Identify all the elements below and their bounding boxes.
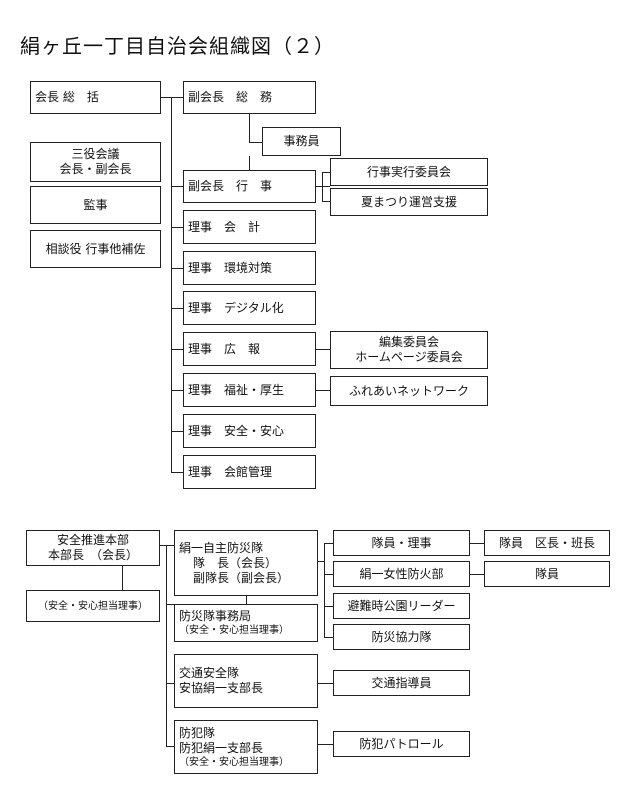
connector xyxy=(171,186,183,187)
vp-general-affairs-box: 副会長 総 務 xyxy=(183,81,316,114)
disaster-prevention-team-box: 絹一自主防災隊 隊 長（会長） 副隊長（副会長） xyxy=(174,530,318,596)
evacuation-park-leader-box: 避難時公園リーダー xyxy=(333,593,470,619)
members-box: 隊員 xyxy=(484,561,610,587)
disaster-cooperation-team-box: 防災協力隊 xyxy=(333,624,470,650)
connector xyxy=(318,561,325,562)
connector xyxy=(470,574,484,575)
connector xyxy=(166,545,167,747)
connector xyxy=(171,349,183,350)
crime-patrol-box: 防犯パトロール xyxy=(333,731,470,757)
connector xyxy=(324,543,333,544)
editorial-committee-box: 編集委員会 ホームページ委員会 xyxy=(330,331,488,369)
connector xyxy=(171,268,183,269)
connector xyxy=(171,431,183,432)
connector xyxy=(171,227,183,228)
vp-events-box: 副会長 行 事 xyxy=(183,170,316,203)
connector xyxy=(160,545,174,546)
connector xyxy=(316,186,330,187)
connector xyxy=(171,472,183,473)
connector xyxy=(166,746,174,747)
connector xyxy=(322,172,330,173)
advisor-box: 相談役 行事他補佐 xyxy=(30,230,161,268)
connector xyxy=(322,172,323,201)
hq-safety-director-box: （安全・安心担当理事） xyxy=(26,590,160,622)
connector xyxy=(249,142,262,143)
connector xyxy=(324,637,333,638)
connector xyxy=(318,683,333,684)
connector xyxy=(161,97,183,98)
connector xyxy=(171,390,183,391)
connector xyxy=(171,97,172,472)
connector xyxy=(316,390,330,391)
connector xyxy=(249,156,250,170)
director-hall-box: 理事 会館管理 xyxy=(183,455,316,489)
connector xyxy=(324,543,325,637)
director-welfare-box: 理事 福祉・厚生 xyxy=(183,373,316,407)
connector xyxy=(324,606,333,607)
connector xyxy=(166,604,174,605)
connector xyxy=(324,574,333,575)
page-title: 絹ヶ丘一丁目自治会組織図（２） xyxy=(20,34,335,58)
members-district-leaders-box: 隊員 区長・班長 xyxy=(484,530,610,556)
womens-fire-prevention-box: 絹一女性防火部 xyxy=(333,561,470,587)
traffic-safety-team-box: 交通安全隊 安協絹一支部長 xyxy=(174,654,318,708)
connector xyxy=(171,308,183,309)
director-pr-box: 理事 広 報 xyxy=(183,332,316,366)
connector xyxy=(122,566,123,590)
summer-festival-box: 夏まつり運営支援 xyxy=(330,188,488,216)
disaster-office-box: 防災隊事務局 （安全・安心担当理事） xyxy=(174,604,318,642)
three-officers-meeting-box: 三役会議 会長・副会長 xyxy=(30,142,161,182)
events-committee-box: 行事実行委員会 xyxy=(330,158,488,186)
traffic-guide-box: 交通指導員 xyxy=(333,670,470,696)
director-accounting-box: 理事 会 計 xyxy=(183,210,316,244)
connector xyxy=(322,201,330,202)
auditor-box: 監事 xyxy=(30,186,161,224)
director-environment-box: 理事 環境対策 xyxy=(183,251,316,285)
connector xyxy=(249,114,250,142)
fureai-network-box: ふれあいネットワーク xyxy=(330,376,488,406)
connector xyxy=(166,683,174,684)
connector xyxy=(316,349,330,350)
president-box: 会長 総 括 xyxy=(30,81,161,114)
connector xyxy=(318,744,333,745)
clerk-box: 事務員 xyxy=(262,127,341,156)
members-directors-box: 隊員・理事 xyxy=(333,530,470,556)
director-digital-box: 理事 デジタル化 xyxy=(183,291,316,325)
connector xyxy=(246,596,247,604)
safety-hq-box: 安全推進本部 本部長 （会長） xyxy=(26,530,160,566)
connector xyxy=(470,543,484,544)
crime-prevention-team-box: 防犯隊 防犯絹一支部長 （安全・安心担当理事） xyxy=(174,720,318,774)
director-safety-box: 理事 安全・安心 xyxy=(183,414,316,448)
